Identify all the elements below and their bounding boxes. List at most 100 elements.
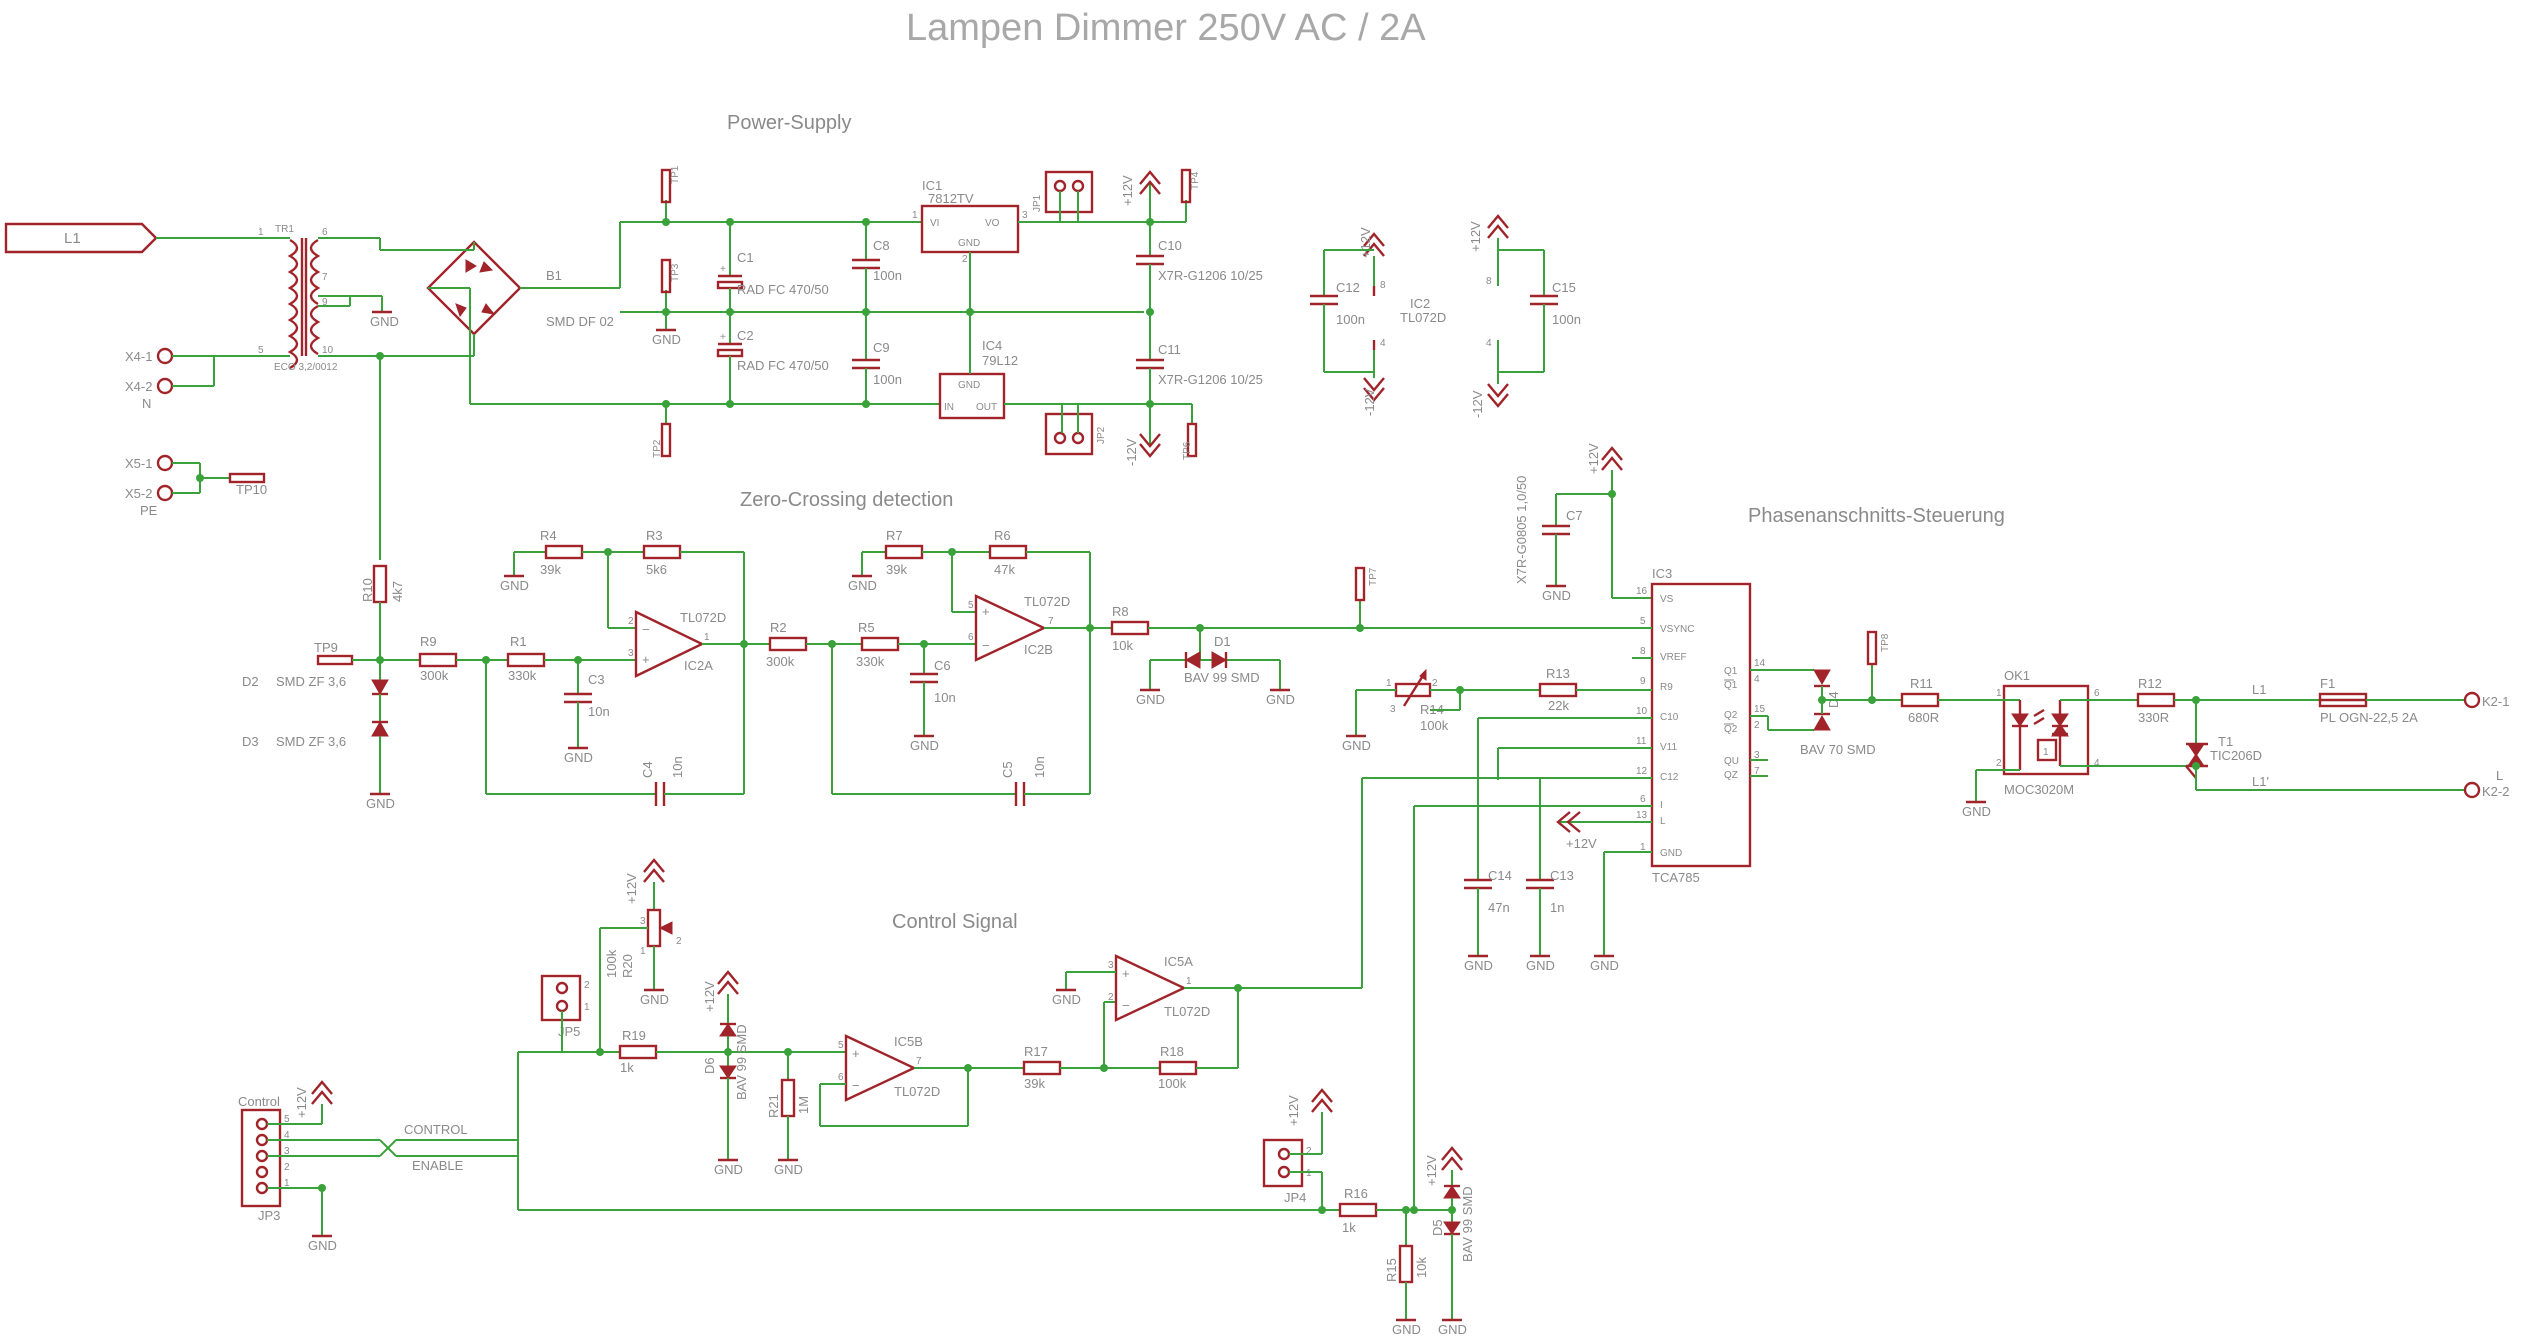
- fuse-f1: L1 F1 PL OGN-22,5 2A: [2252, 676, 2466, 725]
- svg-text:GND: GND: [640, 992, 669, 1007]
- c8-label: C8: [873, 238, 890, 253]
- svg-text:1: 1: [1996, 688, 2002, 699]
- svg-text:1: 1: [284, 1178, 290, 1189]
- testpoint-tp2: TP2: [652, 422, 672, 458]
- capacitor-c3: C3 10n GND: [564, 660, 610, 765]
- svg-text:12: 12: [1636, 766, 1648, 777]
- supply-p12-ps: +12V: [1120, 170, 1161, 222]
- svg-text:6: 6: [838, 1072, 844, 1083]
- svg-text:GND: GND: [958, 238, 980, 249]
- capacitor-c13: C13 1n GND: [1526, 868, 1574, 973]
- resistor-r11: R11 680R: [1900, 676, 2000, 725]
- c8-value: 100n: [873, 268, 902, 283]
- svg-text:2: 2: [1996, 758, 2002, 769]
- zener-d3: D3 SMD ZF 3,6 GND: [242, 720, 395, 811]
- connector-k2: K2-1 K2-2 L L1': [2252, 691, 2509, 799]
- n-label: N: [142, 396, 151, 411]
- r4-value: 39k: [540, 562, 561, 577]
- svg-text:3: 3: [628, 648, 634, 659]
- c3-label: C3: [588, 672, 605, 687]
- connector-x4: X4-1 X4-2 N: [125, 347, 262, 411]
- ic3-label: IC3: [1652, 566, 1672, 581]
- r16-label: R16: [1344, 1186, 1368, 1201]
- svg-text:GND: GND: [714, 1162, 743, 1177]
- resistor-r6: R6 47k: [988, 528, 1091, 628]
- svg-text:4: 4: [284, 1130, 290, 1141]
- c13-label: C13: [1550, 868, 1574, 883]
- regulator-ic1: IC1 7812TV VI VO GND 1 3 2: [912, 178, 1060, 312]
- svg-text:Q2: Q2: [1724, 710, 1738, 721]
- svg-text:5: 5: [968, 600, 974, 611]
- c9-label: C9: [873, 340, 890, 355]
- c6-label: C6: [934, 658, 951, 673]
- svg-text:Q1: Q1: [1724, 680, 1738, 691]
- net-control-label: CONTROL: [404, 1122, 468, 1137]
- c10-label: C10: [1158, 238, 1182, 253]
- svg-text:+12V: +12V: [1120, 175, 1135, 206]
- svg-text:VREF: VREF: [1660, 652, 1687, 663]
- svg-text:2: 2: [1754, 720, 1760, 731]
- svg-text:5: 5: [838, 1040, 844, 1051]
- bridge-rectifier-b1: B1 SMD DF 02: [379, 222, 940, 405]
- diode-d4: D4 BAV 70 SMD: [1750, 669, 1902, 757]
- d1-value: BAV 99 SMD: [1184, 670, 1260, 685]
- resistor-r18: R18 100k: [1158, 988, 1239, 1091]
- schematic-title: Lampen Dimmer 250V AC / 2A: [906, 7, 1426, 49]
- d2-value: SMD ZF 3,6: [276, 674, 346, 689]
- svg-text:+12V: +12V: [1286, 1095, 1301, 1126]
- svg-text:13: 13: [1636, 810, 1648, 821]
- svg-text:-12V: -12V: [1362, 388, 1377, 416]
- section-power-supply: Power-Supply: [727, 112, 852, 134]
- r11-value: 680R: [1908, 710, 1939, 725]
- svg-text:6: 6: [322, 227, 328, 238]
- c3-value: 10n: [588, 704, 610, 719]
- tp1-label: TP1: [670, 165, 681, 184]
- svg-text:2: 2: [962, 254, 968, 265]
- svg-text:GND: GND: [774, 1162, 803, 1177]
- testpoint-tp4: TP4: [1180, 168, 1201, 222]
- svg-text:3: 3: [640, 916, 646, 927]
- tp6-label: TP6: [1182, 441, 1193, 460]
- r2-value: 300k: [766, 654, 795, 669]
- ic2-supply-block: +12V C12 100n 8 IC2 TL072D 4 -12V: [1310, 227, 1446, 416]
- ic2b-label: IC2B: [1024, 642, 1053, 657]
- svg-text:7: 7: [322, 272, 328, 283]
- tp4-label: TP4: [1190, 171, 1201, 190]
- t1-value: TIC206D: [2210, 748, 2262, 763]
- r11-label: R11: [1910, 676, 1933, 691]
- r4-label: R4: [540, 528, 557, 543]
- svg-text:4: 4: [1754, 674, 1760, 685]
- capacitor-c11: C11 X7R-G1206 10/25: [1136, 312, 1263, 404]
- l1-prime-label: L1': [2252, 774, 2269, 789]
- resistor-r8: R8 10k: [1110, 604, 1640, 653]
- svg-text:16: 16: [1636, 586, 1648, 597]
- c14-value: 47n: [1488, 900, 1510, 915]
- ic4-label: IC4: [982, 338, 1002, 353]
- tp3-label: TP3: [670, 263, 681, 282]
- capacitor-c5: C5 10n: [1000, 756, 1090, 806]
- r20-label: R20: [620, 954, 635, 978]
- svg-text:8: 8: [1486, 276, 1492, 287]
- svg-text:2: 2: [584, 980, 590, 991]
- svg-text:8: 8: [1380, 280, 1386, 291]
- c6-value: 10n: [934, 690, 956, 705]
- control-connector-label: Control: [238, 1094, 280, 1109]
- svg-text:GND: GND: [1266, 692, 1295, 707]
- tp9-label: TP9: [314, 640, 338, 655]
- ic3-pin-l-supply: +12V: [1556, 811, 1652, 851]
- tr1-label: TR1: [275, 224, 294, 235]
- svg-text:+12V: +12V: [1424, 1155, 1439, 1186]
- c7-label: C7: [1566, 508, 1583, 523]
- jumper-jp4: 2 1 JP4 +12V: [1262, 1088, 1333, 1210]
- svg-text:GND: GND: [910, 738, 939, 753]
- c11-label: C11: [1158, 342, 1181, 357]
- pe-label: PE: [140, 503, 158, 518]
- svg-text:1: 1: [1186, 976, 1192, 987]
- svg-text:3: 3: [1108, 960, 1114, 971]
- testpoint-tp9: TP9: [314, 640, 420, 666]
- zener-d2: D2 SMD ZF 3,6: [242, 660, 389, 722]
- r14-value: 100k: [1420, 718, 1449, 733]
- d5-label: D5: [1430, 1219, 1445, 1236]
- r6-label: R6: [994, 528, 1011, 543]
- svg-text:1: 1: [640, 946, 646, 957]
